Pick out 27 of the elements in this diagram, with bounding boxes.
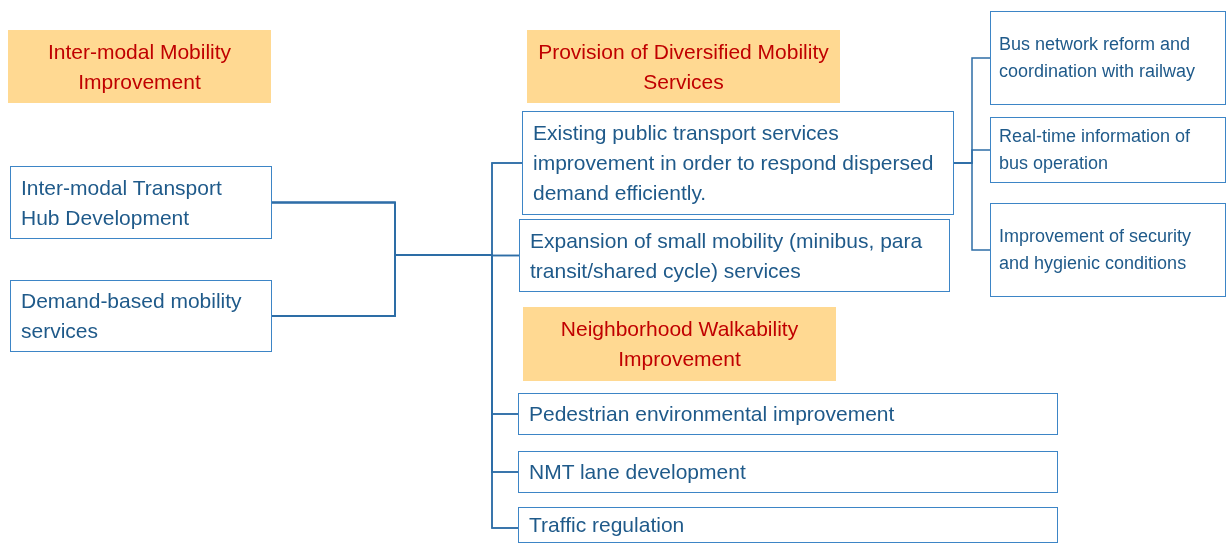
item-text: Demand-based mobility services: [21, 288, 243, 344]
connector-line: [953, 162, 991, 251]
item-text: Improvement of security and hygienic conditions: [999, 225, 1193, 275]
item-box: [519, 219, 950, 292]
category-banner: [527, 30, 840, 103]
item-box: [10, 280, 272, 352]
item-box: [518, 393, 1058, 435]
item-text: Traffic regulation: [529, 512, 685, 538]
category-banner: [523, 307, 836, 381]
item-box: [10, 166, 272, 239]
item-text: Provision of Diversified Mobility Services: [537, 38, 830, 95]
item-box: [990, 117, 1226, 183]
item-text: Pedestrian environmental improvement: [529, 401, 895, 427]
item-box: [518, 451, 1058, 493]
item-text: Real-time information of bus operation: [999, 125, 1192, 175]
item-text: Inter-modal Mobility Improvement: [46, 38, 233, 95]
item-text: Bus network reform and coordination with railway: [999, 33, 1197, 83]
item-text: Expansion of small mobility (minibus, para transit/shared cycle) services: [530, 227, 924, 284]
item-box: [990, 11, 1226, 105]
item-box: [518, 507, 1058, 543]
item-box: [990, 203, 1226, 297]
item-text: Existing public transport services improvement in order to respond dispersed demand efficiently.: [533, 120, 935, 206]
item-text: Inter-modal Transport Hub Development: [21, 174, 223, 231]
item-box: [522, 111, 954, 215]
category-banner: [8, 30, 271, 103]
item-text: Neighborhood Walkability Improvement: [559, 316, 800, 372]
item-text: NMT lane development: [529, 459, 746, 485]
